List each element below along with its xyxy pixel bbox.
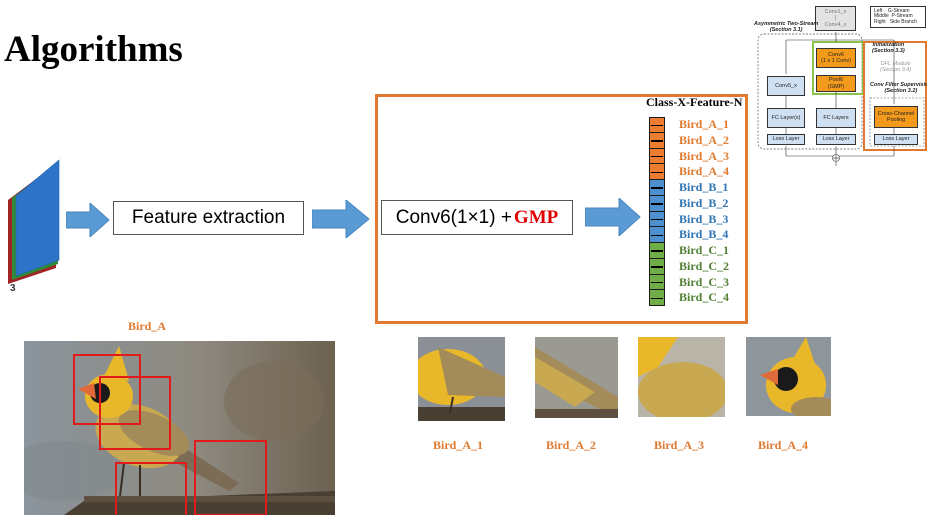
- feature-cell-divider: [651, 266, 663, 268]
- mini-conv5-box: Conv5_x: [767, 76, 805, 96]
- input-channel-stack: [8, 159, 60, 284]
- bird-crop-2: [535, 337, 618, 418]
- gmp-label: GMP: [513, 206, 559, 228]
- mini-fc-mid-box: FC Layers: [816, 108, 856, 128]
- crop-caption-2: Bird_A_2: [546, 438, 597, 452]
- architecture-diagram-lines: [757, 32, 927, 166]
- mini-loss-mid-box: Loss Layer: [816, 134, 856, 145]
- mini-two-stream-label: Asymmetric Two-Stream (Section 3.1): [754, 21, 819, 34]
- feature-label: Bird_C_1: [679, 243, 730, 257]
- mini-loss-left-box: Loss Layer: [767, 134, 805, 145]
- feature-cell-divider: [651, 155, 663, 158]
- feature-cell-divider: [651, 124, 663, 127]
- arrow-to-conv6: [312, 200, 370, 238]
- mini-pool6-box: Pool6 (GMP): [816, 75, 856, 92]
- architecture-diagram: Conv1_x | Conv4_x Left G-Stream Middle P…: [752, 4, 927, 166]
- mini-legend: Left G-Stream Middle P-Stream Right Side…: [870, 6, 926, 28]
- mini-input-box: Conv1_x | Conv4_x: [815, 6, 856, 31]
- feature-cell: [649, 148, 665, 165]
- conv6-gmp-box: Conv6(1×1) +GMP: [381, 200, 573, 235]
- feature-cell: [649, 274, 665, 291]
- feature-cell: [649, 195, 665, 212]
- dfl-module-frame: [375, 94, 748, 324]
- feature-cell-divider: [651, 187, 663, 189]
- feature-cell-divider: [651, 140, 663, 142]
- crop-caption-3: Bird_A_3: [654, 438, 705, 452]
- bird-illustration: [24, 341, 335, 515]
- crop-box-3: [115, 462, 187, 515]
- feature-cell-divider: [651, 281, 663, 284]
- page-title: Algorithms: [4, 29, 183, 70]
- feature-label: Bird_B_2: [679, 195, 729, 210]
- feature-label: Bird_A_3: [679, 148, 730, 163]
- bird-main-caption: Bird_A: [128, 319, 167, 333]
- feature-label: Bird_A_4: [679, 164, 730, 179]
- feature-cell-divider: [651, 297, 663, 300]
- crop-box-1: [73, 354, 141, 425]
- arrow-to-feature-extraction: [66, 203, 110, 237]
- crop-box-4: [194, 440, 267, 515]
- feature-cell: [649, 243, 665, 259]
- bird-photo: [24, 341, 335, 515]
- mini-legend-middle: Middle P-Stream: [874, 13, 913, 20]
- feature-cell: [649, 211, 665, 228]
- feature-label: Bird_C_4: [679, 290, 730, 305]
- feature-cell-divider: [651, 218, 663, 221]
- bird-crop-3: [638, 337, 725, 417]
- feature-cell-divider: [651, 203, 663, 205]
- feature-cell: [649, 132, 665, 149]
- mini-conv6-box: Conv6 (1 x 1 Conv): [816, 48, 856, 68]
- mini-init-label: Initialization (Section 3.3): [872, 42, 905, 55]
- mini-ccp-box: Cross-Channel Pooling: [874, 106, 918, 128]
- feature-label: Bird_C_3: [679, 274, 730, 289]
- feature-cell: [649, 227, 665, 243]
- crop-caption-1: Bird_A_1: [433, 438, 484, 452]
- feature-cell: [649, 117, 665, 133]
- arrow-to-features: [585, 198, 641, 236]
- crop-caption-4: Bird_A_4: [758, 438, 809, 452]
- mini-legend-right: Right Side Branch: [874, 18, 918, 25]
- mini-fc-left-box: FC Layer(s): [767, 108, 805, 128]
- feature-label: Bird_B_3: [679, 211, 729, 226]
- feature-cell-divider: [651, 234, 663, 237]
- feature-cell: [649, 290, 665, 306]
- feature-vector: [649, 117, 665, 306]
- feature-cell: [649, 164, 665, 180]
- channel-count: 3: [10, 283, 16, 294]
- feature-extraction-label: Feature extraction: [131, 207, 286, 228]
- feature-cell: [649, 180, 665, 196]
- mini-loss-right-box: Loss Layer: [874, 134, 918, 145]
- mini-legend-left: Left G-Stream: [874, 7, 910, 14]
- feature-cell-divider: [651, 171, 663, 174]
- crop-box-2: [99, 376, 171, 450]
- feature-label: Bird_A_1: [679, 117, 730, 131]
- conv6-label: Conv6(1×1) +: [395, 206, 512, 228]
- bird-crop-4: [746, 337, 831, 416]
- feature-cell-divider: [651, 250, 663, 252]
- mini-supervision-label: Conv Filter Supervision (Section 3.2): [870, 82, 927, 95]
- feature-label: Bird_B_1: [679, 180, 729, 194]
- feature-label: Bird_C_2: [679, 258, 730, 273]
- feature-vector-title: Class-X-Feature-N: [646, 95, 743, 109]
- feature-label: Bird_B_4: [679, 227, 729, 242]
- mini-dfl-label: DFL Module (Section 3.4): [880, 61, 912, 74]
- feature-label: Bird_A_2: [679, 132, 730, 147]
- bird-crop-1: [418, 337, 505, 421]
- channel-blue-layer: [15, 159, 60, 277]
- feature-extraction-box: Feature extraction: [113, 201, 304, 235]
- feature-cell: [649, 258, 665, 275]
